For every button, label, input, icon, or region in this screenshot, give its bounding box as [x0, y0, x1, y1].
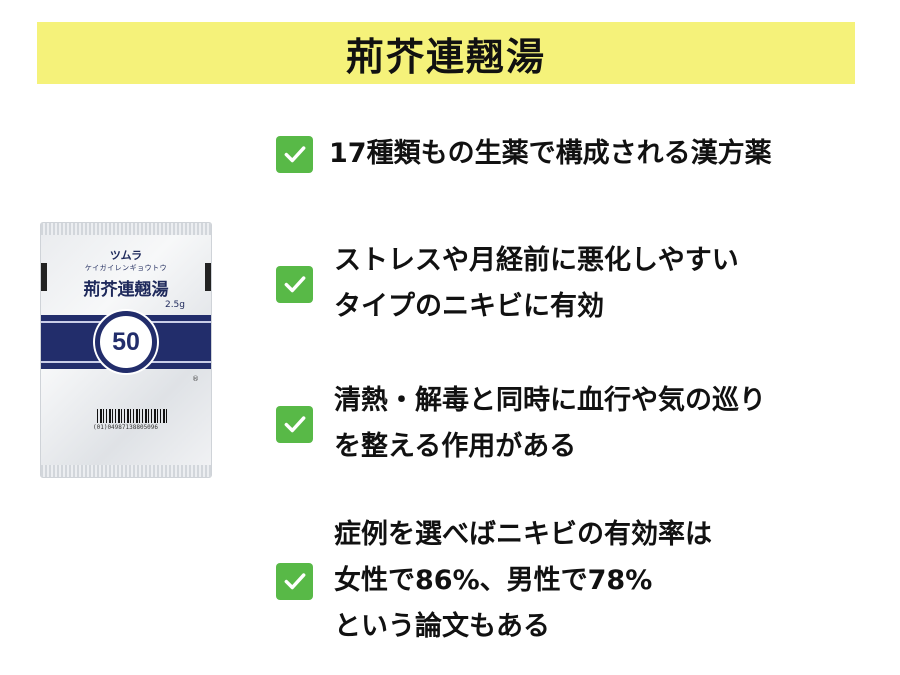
- bullet-text: 症例を選べばニキビの有効率は 女性で86%、男性で78% という論文もある: [334, 512, 712, 650]
- checkmark-icon: [276, 265, 313, 303]
- bullet-line: という論文もある: [334, 611, 550, 642]
- packet-kana: ケイガイレンギョウトウ: [84, 264, 168, 272]
- packet-brand: ツムラ: [109, 249, 143, 262]
- bullet-text: 17種類もの生薬で構成される漢方薬: [329, 131, 772, 177]
- bullet-line: を整える作用がある: [334, 431, 577, 462]
- packet-registered-mark: ®: [192, 375, 199, 383]
- bullet-line: 17種類もの生薬で構成される漢方薬: [329, 138, 772, 169]
- checkmark-icon: [276, 562, 313, 600]
- bullet-text: ストレスや月経前に悪化しやすい タイプのニキビに有効: [334, 238, 739, 330]
- bullet-item: 17種類もの生薬で構成される漢方薬: [276, 131, 772, 177]
- bullet-text: 清熱・解毒と同時に血行や気の巡り を整える作用がある: [334, 378, 766, 470]
- bullet-item: 清熱・解毒と同時に血行や気の巡り を整える作用がある: [276, 378, 766, 470]
- bullet-line: 清熱・解毒と同時に血行や気の巡り: [334, 385, 766, 416]
- packet-number: 50: [112, 327, 140, 356]
- bullet-item: ストレスや月経前に悪化しやすい タイプのニキビに有効: [276, 238, 739, 330]
- page-title: 荊芥連翹湯: [345, 34, 546, 79]
- bullet-line: ストレスや月経前に悪化しやすい: [334, 245, 739, 276]
- packet-notch-right: [205, 263, 211, 291]
- checkmark-icon: [276, 135, 313, 173]
- bullet-line: タイプのニキビに有効: [334, 291, 604, 322]
- packet-barcode: [97, 409, 169, 423]
- checkmark-icon: [276, 405, 313, 443]
- medicine-packet-image: ツムラ ケイガイレンギョウトウ 荊芥連翹湯 2.5g 50 ® (01)0498…: [40, 222, 212, 478]
- packet-name: 荊芥連翹湯: [83, 280, 169, 300]
- bullet-line: 症例を選べばニキビの有効率は: [334, 519, 712, 550]
- packet-band: 50: [41, 311, 211, 373]
- bullet-item: 症例を選べばニキビの有効率は 女性で86%、男性で78% という論文もある: [276, 512, 712, 650]
- title-banner: 荊芥連翹湯: [37, 22, 855, 84]
- packet-dose: 2.5g: [164, 300, 185, 310]
- packet-notch-left: [41, 263, 47, 291]
- bullet-line: 女性で86%、男性で78%: [334, 565, 653, 596]
- packet-number-circle: 50: [95, 311, 157, 373]
- packet-barcode-text: (01)04987138805096: [93, 424, 159, 431]
